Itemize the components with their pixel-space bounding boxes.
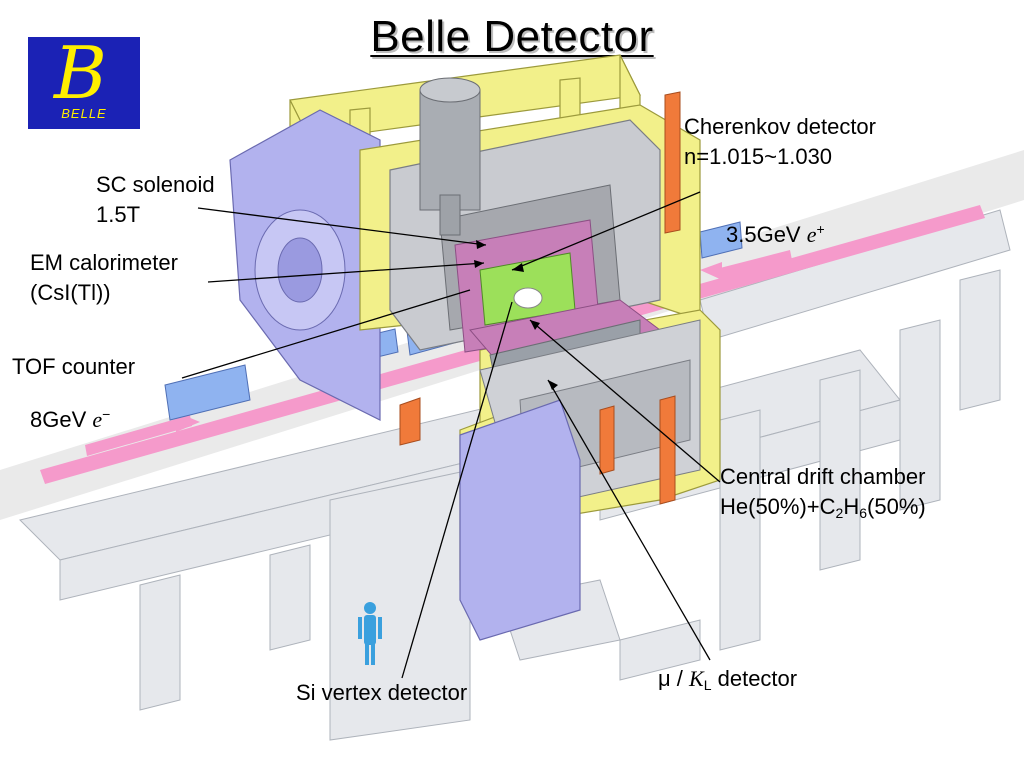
cryostat-tower [419, 77, 481, 236]
label-tof-counter: TOF counter [12, 354, 136, 379]
leader-tof-counter [181, 289, 471, 379]
leader-mu-kl [547, 379, 711, 661]
label-sc-solenoid: SC solenoid 1.5T [96, 170, 215, 230]
beam-high-particle: e [92, 407, 103, 432]
left-endcap [229, 109, 381, 421]
beam-low-charge: + [816, 221, 825, 237]
label-cherenkov-line1: Cherenkov detector [684, 114, 876, 139]
leader-em-calorimeter [207, 262, 485, 283]
human-scale-figure [358, 602, 382, 665]
cdc-gas-a: He(50%)+C [720, 494, 836, 519]
cdc-gas-sub2: 6 [859, 505, 868, 521]
leader-sc-solenoid [197, 207, 487, 246]
leader-drift-chamber [529, 319, 721, 483]
belle-logo-letter: B [54, 37, 107, 115]
belle-logo: B BELLE [28, 37, 140, 129]
kl-symbol: K [689, 666, 704, 691]
label-beam-3-5gev: 3.5GeV e+ [726, 220, 825, 250]
label-cdc-line2: He(50%)+C2H6(50%) [720, 492, 926, 522]
beam-low-energy: 3.5GeV [726, 222, 801, 247]
belle-logo-text: BELLE [61, 106, 107, 121]
beam-high-charge: − [102, 406, 111, 422]
label-em-calorimeter: EM calorimeter (CsI(Tl)) [30, 248, 178, 308]
cdc-gas-sub1: 2 [835, 505, 844, 521]
beam-high-energy: 8GeV [30, 407, 87, 432]
leader-si-vertex [401, 301, 513, 679]
label-central-drift-chamber: Central drift chamber He(50%)+C2H6(50%) [720, 462, 926, 522]
orange-details [399, 91, 681, 505]
label-mu-kl-detector: μ / KL detector [658, 664, 797, 694]
front-endcap [459, 399, 581, 641]
label-cherenkov-line2: n=1.015~1.030 [684, 144, 833, 169]
label-sc-solenoid-line1: SC solenoid [96, 172, 215, 197]
leader-arrowheads [474, 240, 558, 390]
label-em-calorimeter-line1: EM calorimeter [30, 250, 178, 275]
beam-low-particle: e [806, 222, 817, 247]
mu-symbol: μ / [658, 666, 690, 691]
label-cherenkov: Cherenkov detector n=1.015~1.030 [684, 112, 876, 172]
leader-cherenkov [511, 191, 701, 271]
leader-lines [181, 191, 721, 679]
page-title: Belle Detector [370, 12, 654, 61]
mu-kl-rest: detector [711, 666, 798, 691]
label-cdc-line1: Central drift chamber [720, 464, 926, 489]
kl-sub: L [703, 677, 712, 693]
label-beam-8gev: 8GeV e− [30, 405, 110, 435]
label-si-vertex: Si vertex detector [296, 680, 468, 705]
cdc-gas-c: (50%) [867, 494, 926, 519]
label-em-calorimeter-line2: (CsI(Tl)) [30, 280, 111, 305]
cdc-gas-b: H [843, 494, 860, 519]
label-sc-solenoid-line2: 1.5T [96, 202, 141, 227]
